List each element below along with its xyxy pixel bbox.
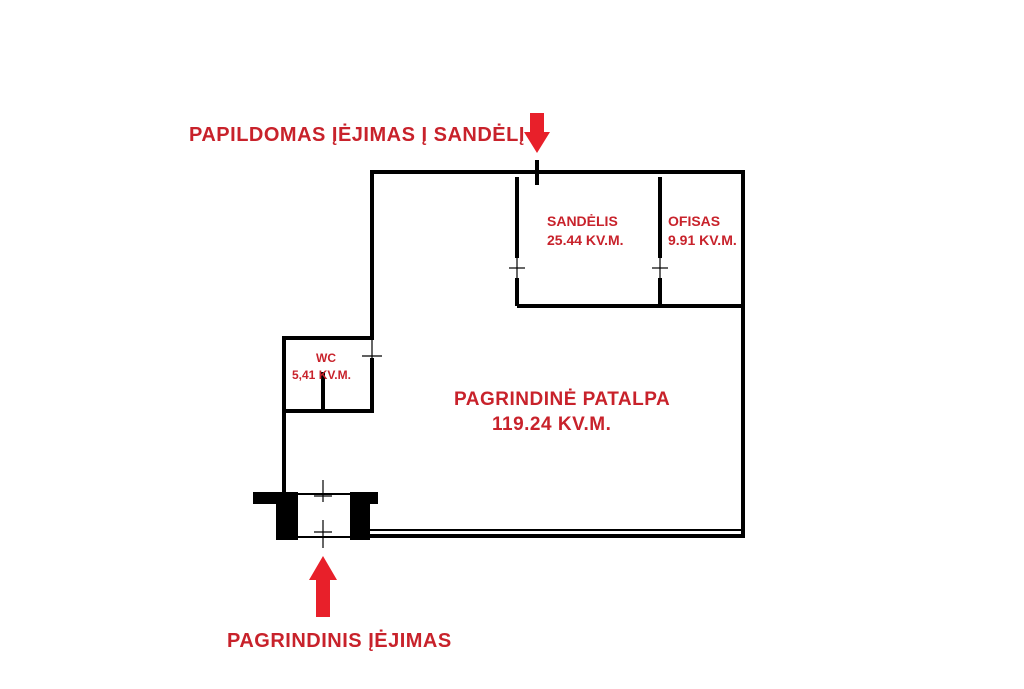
main-hall-name: PAGRINDINĖ PATALPA <box>454 389 671 410</box>
secondary-entrance-arrow <box>524 113 550 153</box>
secondary-entrance-label: PAPILDOMAS ĮĖJIMAS Į SANDĖLĮ <box>189 124 525 146</box>
vestibule-left-pillar <box>276 492 298 540</box>
entrance-vestibule <box>253 492 378 540</box>
main-entrance-label: PAGRINDINIS ĮĖJIMAS <box>227 630 452 652</box>
interior-partitions <box>321 177 743 411</box>
office-name: OFISAS <box>668 213 721 229</box>
exterior-wall-outline <box>368 170 745 538</box>
door-marks <box>314 258 668 548</box>
storage-area: 25.44 KV.M. <box>547 232 624 248</box>
office-area: 9.91 KV.M. <box>668 232 737 248</box>
arrows <box>309 113 550 617</box>
wc-name: WC <box>316 351 336 365</box>
storage-name: SANDĖLIS <box>547 213 618 229</box>
wc-outer-wall <box>282 336 374 496</box>
vestibule-lines <box>298 493 350 538</box>
main-hall-area: 119.24 KV.M. <box>492 414 612 435</box>
wc-area: 5,41 KV.M. <box>292 368 351 382</box>
main-entrance-arrow <box>309 556 337 617</box>
vestibule-right-pillar <box>350 492 370 540</box>
exterior-walls <box>282 170 745 538</box>
